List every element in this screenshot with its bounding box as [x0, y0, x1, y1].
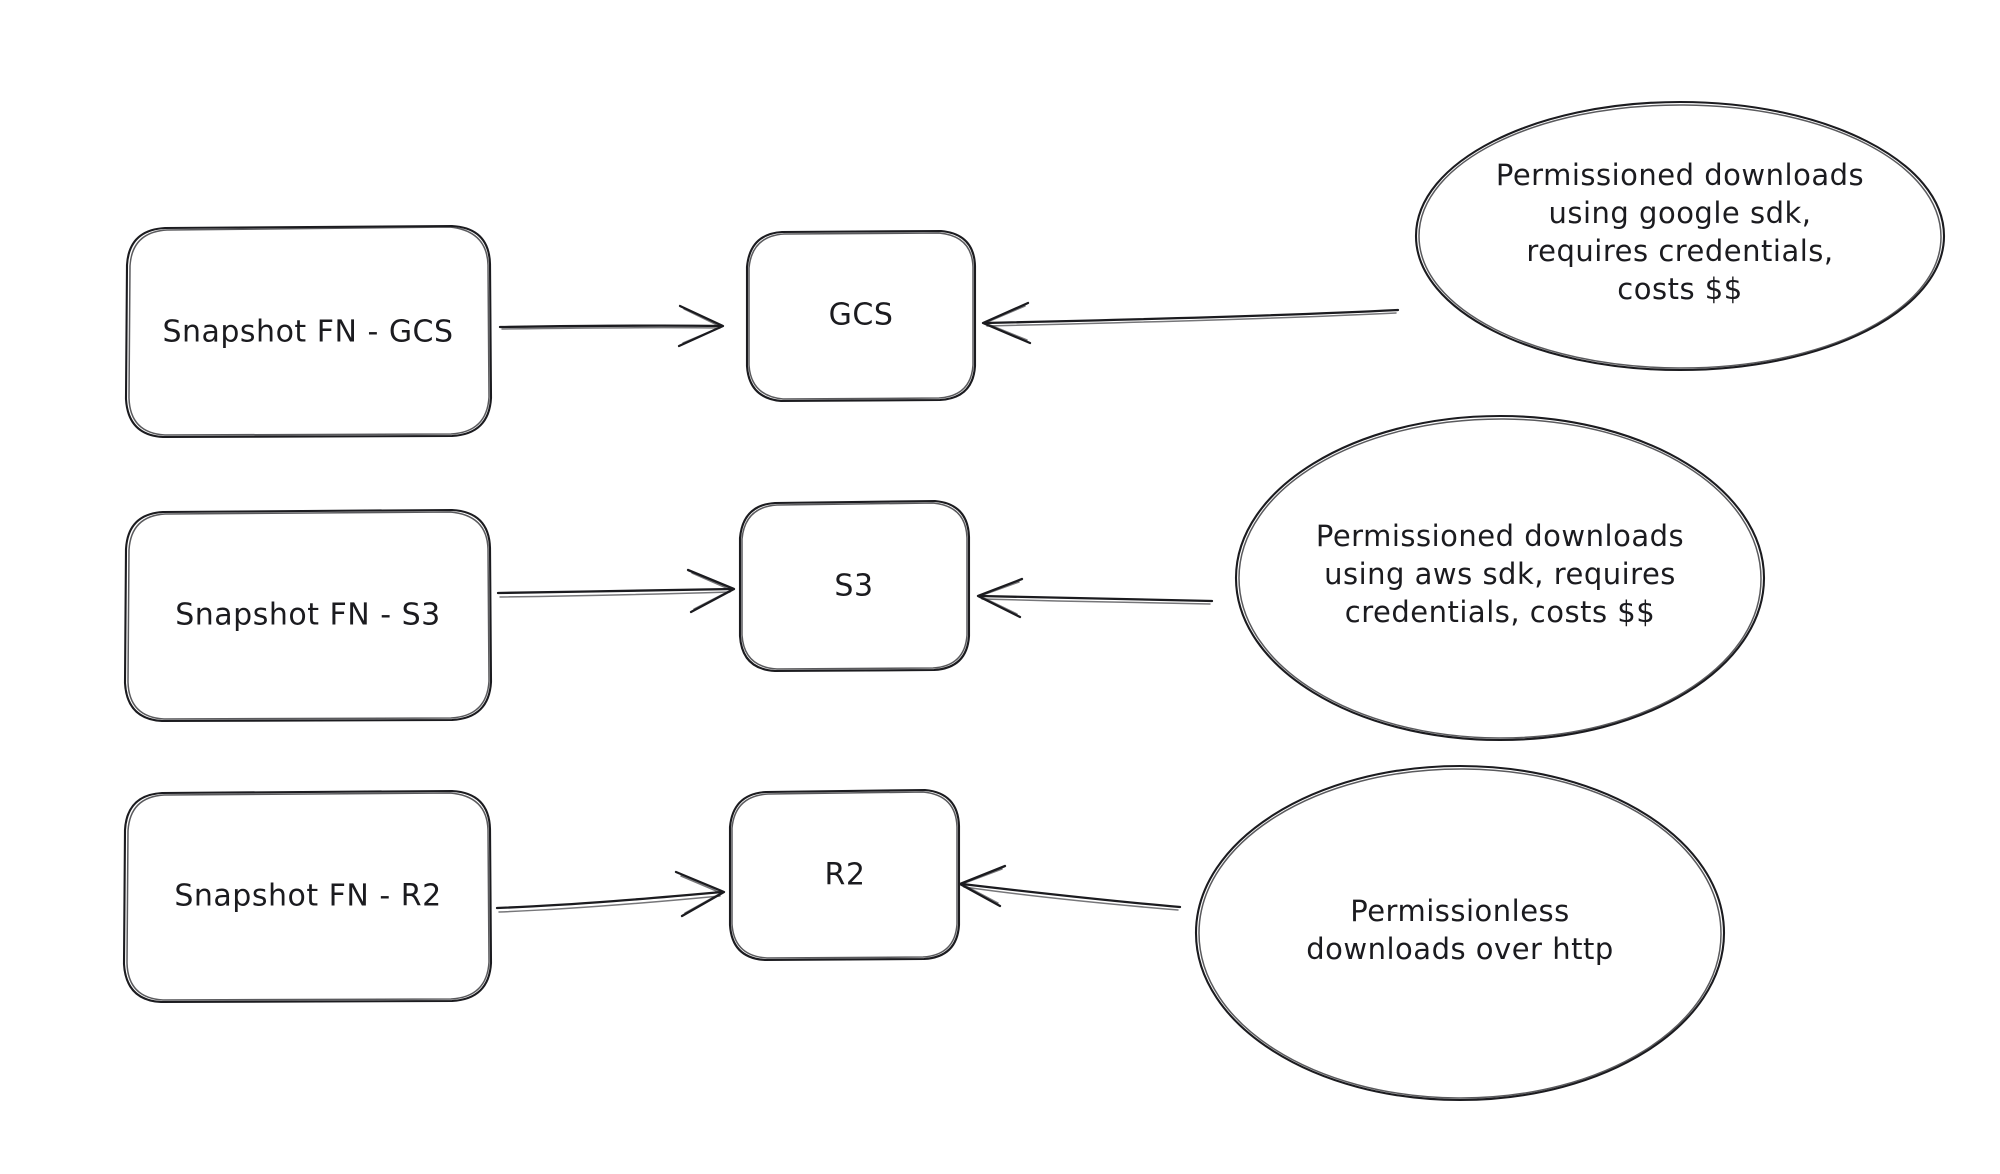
note-permissionless-http[interactable]: Permissionless downloads over http — [1194, 764, 1726, 1102]
note-google-sdk[interactable]: Permissioned downloads using google sdk,… — [1414, 100, 1946, 372]
row-r2: Snapshot FN - R2 R2 Permissionless downl… — [122, 764, 1726, 1102]
node-snapshot-fn-gcs[interactable]: Snapshot FN - GCS — [124, 224, 493, 439]
note-aws-sdk[interactable]: Permissioned downloads using aws sdk, re… — [1234, 414, 1766, 742]
note-http-line-2: downloads over http — [1306, 932, 1613, 966]
node-s3[interactable]: S3 — [738, 499, 971, 673]
node-label-snapshot-fn-r2: Snapshot FN - R2 — [174, 879, 441, 914]
note-aws-line-3: credentials, costs $$ — [1345, 595, 1655, 629]
edge-note-http-to-r2 — [958, 864, 1182, 911]
node-label-s3: S3 — [834, 569, 873, 604]
edge-note-aws-to-s3 — [976, 577, 1214, 619]
node-label-r2: R2 — [825, 858, 866, 893]
node-gcs[interactable]: GCS — [745, 229, 977, 403]
edge-note-google-to-gcs — [981, 301, 1400, 345]
note-google-line-2: using google sdk, — [1548, 196, 1811, 230]
row-s3: Snapshot FN - S3 S3 Permissioned downloa… — [123, 414, 1766, 742]
node-label-gcs: GCS — [829, 298, 894, 333]
note-aws-line-2: using aws sdk, requires — [1324, 557, 1676, 591]
node-label-snapshot-fn-gcs: Snapshot FN - GCS — [162, 315, 453, 350]
node-r2[interactable]: R2 — [728, 788, 961, 962]
edge-snapshot-fn-r2-to-r2 — [495, 870, 726, 918]
note-aws-line-1: Permissioned downloads — [1316, 519, 1684, 553]
edge-snapshot-fn-s3-to-s3 — [496, 568, 736, 614]
note-http-line-1: Permissionless — [1350, 894, 1570, 928]
node-snapshot-fn-r2[interactable]: Snapshot FN - R2 — [122, 789, 493, 1004]
note-google-line-1: Permissioned downloads — [1496, 158, 1864, 192]
node-label-snapshot-fn-s3: Snapshot FN - S3 — [175, 598, 441, 633]
note-google-line-4: costs $$ — [1617, 272, 1742, 306]
note-google-line-3: requires credentials, — [1526, 234, 1833, 268]
edge-snapshot-fn-gcs-to-gcs — [498, 304, 725, 348]
row-gcs: Snapshot FN - GCS GCS Permissioned downl — [124, 100, 1946, 439]
node-snapshot-fn-s3[interactable]: Snapshot FN - S3 — [123, 508, 493, 723]
